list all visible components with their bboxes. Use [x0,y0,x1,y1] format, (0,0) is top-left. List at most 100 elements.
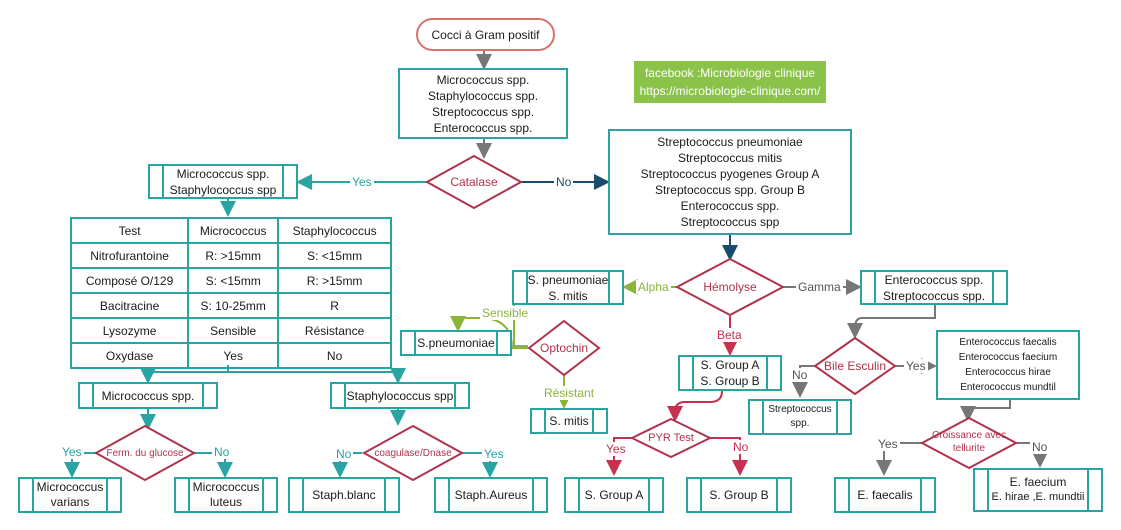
table-cell: Nitrofurantoine [69,242,190,269]
resistant-label: Résistant [542,386,597,400]
e-faecalis-box: E. faecalis [834,477,936,513]
facebook-banner[interactable]: facebook :Microbiologie clinique https:/… [634,61,826,103]
alpha-label: Alpha [636,280,671,294]
right-box-line: Streptococcus pneumoniae [657,135,803,149]
top-genus-box: Micrococcus spp. Staphylococcus spp. Str… [398,68,568,139]
start-label: Cocci à Gram positif [431,27,540,42]
differentiation-table: Test Micrococcus Staphylococcus Nitrofur… [69,217,392,369]
table-cell: R: >15mm [277,267,392,294]
table-cell: R: >15mm [187,242,280,269]
catalase-negative-box: Streptococcus pneumoniae Streptococcus m… [608,129,852,235]
staph-aureus-label: Staph.Aureus [454,488,528,502]
gamma-box-line: Enterococcus spp. [884,272,984,287]
start-node: Cocci à Gram positif [416,18,555,51]
entero-line: Enterococcus faecalis [959,337,1057,348]
staph-blanc-label: Staph.blanc [312,488,376,502]
staphylococcus-box: Staphylococcus spp [330,382,470,409]
table-header-cell: Staphylococcus [277,217,392,244]
croissance-line: tellurite [952,443,986,454]
optochin-diamond [527,319,601,377]
beta-box: S. Group A S. Group B [678,355,782,391]
croissance-yes-label: Yes [876,437,900,451]
entero-line: Enterococcus faecium [958,352,1058,363]
table-row: Composé O/129 S: <15mm R: >15mm [69,267,392,294]
s-group-b-box: S. Group B [686,477,792,513]
staphylococcus-box-label: Staphylococcus spp [346,388,454,403]
table-row: Nitrofurantoine R: >15mm S: <15mm [69,242,392,269]
right-box-line: Streptococcus spp. Group B [654,183,806,197]
ferm-diamond [93,424,197,482]
gamma-box-line: Streptococcus spp. [882,288,986,303]
s-mitis-box: S. mitis [530,408,608,434]
bile-diamond [813,336,897,396]
top-box-line: Streptococcus spp. [431,104,535,119]
table-row: Lysozyme Sensible Résistance [69,317,392,344]
gamma-box: Enterococcus spp. Streptococcus spp. [860,270,1008,305]
ferm-no-label: No [212,445,232,459]
bile-yes-label: Yes [904,359,928,373]
luteus-line: luteus [209,495,243,509]
streptococcus-spp-box: Streptococcus spp. [748,399,852,435]
strepto-spp-line: spp. [790,418,810,429]
enterococcus-list-box: Enterococcus faecalis Enterococcus faeci… [936,330,1080,400]
pyr-label: PYR Test [648,432,694,444]
ferm-yes-label: Yes [60,445,84,459]
entero-line: Enterococcus mundtil [960,382,1056,393]
left-box-line: Staphylococcus spp [169,182,277,197]
table-cell: No [277,342,392,369]
table-cell: Résistance [277,317,392,344]
bile-no-label: No [790,368,810,382]
varians-line: Micrococcus [36,480,104,494]
beta-box-line: S. Group A [700,358,760,372]
table-cell: R [277,292,392,319]
croissance-line: Croissance avec [932,430,1006,441]
hemolyse-label: Hémolyse [703,280,757,294]
top-box-line: Micrococcus spp. [436,72,530,87]
s-group-b-label: S. Group B [709,488,769,502]
facebook-url[interactable]: https://microbiologie-clinique.com/ [639,84,821,98]
bile-label: Bile Esculin [823,359,887,373]
s-pneumoniae-label: S.pneumoniae [417,336,495,350]
micrococcus-box: Micrococcus spp. [78,382,218,409]
s-mitis-label: S. mitis [549,414,589,428]
table-cell: Composé O/129 [69,267,190,294]
table-header-row: Test Micrococcus Staphylococcus [69,217,392,244]
table-row: Bacitracine S: 10-25mm R [69,292,392,319]
s-pneumoniae-box: S.pneumoniae [400,330,512,356]
table-header-cell: Micrococcus [187,217,280,244]
s-group-a-box: S. Group A [564,477,664,513]
e-faecium-line: E. hirae ,E. mundtii [991,491,1085,503]
table-cell: Oxydase [69,342,190,369]
beta-label: Beta [715,328,744,342]
hemolyse-diamond [674,257,786,317]
staph-aureus-box: Staph.Aureus [434,477,548,513]
top-box-line: Enterococcus spp. [433,120,533,135]
table-cell: Lysozyme [69,317,190,344]
e-faecium-box: E. faecium E. hirae ,E. mundtii [973,468,1103,512]
table-cell: S: 10-25mm [187,292,280,319]
alpha-box-line: S. pneumoniae [527,272,609,287]
table-cell: S: <15mm [187,267,280,294]
croissance-label: Croissance avec tellurite [924,429,1014,455]
pyr-diamond [629,417,713,459]
optochin-label: Optochin [539,341,589,355]
table-header-cell: Test [69,217,190,244]
top-box-line: Staphylococcus spp. [427,88,539,103]
sensible-label: Sensible [480,306,531,320]
micrococcus-varians-box: Micrococcus varians [18,477,122,513]
e-faecium-line: E. faecium [1009,475,1067,489]
croissance-no-label: No [1030,440,1050,454]
right-box-line: Streptococcus mitis [677,151,783,165]
table-cell: S: <15mm [277,242,392,269]
table-cell: Yes [187,342,280,369]
staph-blanc-box: Staph.blanc [288,477,400,513]
catalase-positive-box: Micrococcus spp. Staphylococcus spp [148,164,298,199]
e-faecalis-label: E. faecalis [857,488,913,502]
pyr-yes-label: Yes [604,442,628,456]
entero-line: Enterococcus hirae [965,367,1051,378]
right-box-line: Enterococcus spp. [680,199,780,213]
catalase-diamond [424,154,524,210]
right-box-line: Streptococcus spp [680,215,780,229]
catalase-no-label: No [554,175,574,189]
strepto-spp-line: Streptococcus [768,404,832,415]
